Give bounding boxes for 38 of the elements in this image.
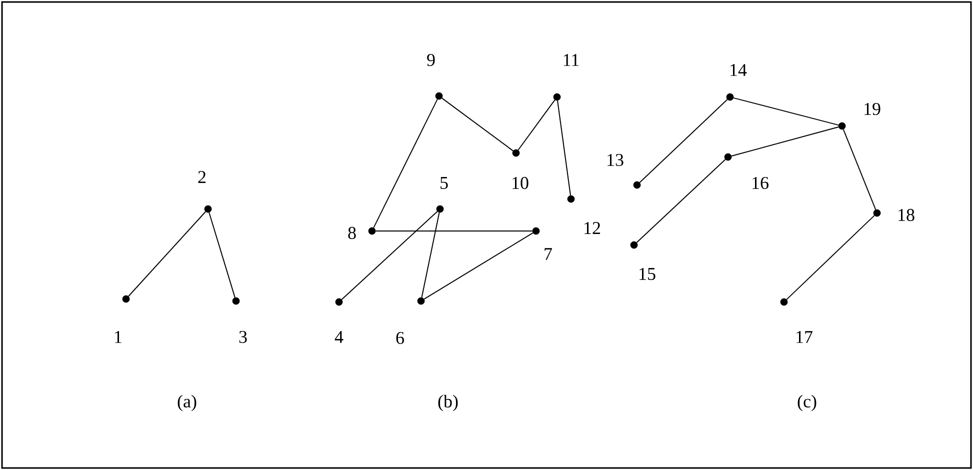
- vertex-number: 1: [115, 331, 122, 343]
- edge-line: [375, 230, 533, 232]
- vertex-number: 2: [198, 171, 206, 183]
- vertex-number: 3: [239, 330, 247, 344]
- edge-line: [373, 98, 438, 228]
- vertex-number: 16: [752, 176, 768, 190]
- vertex-number: 17: [796, 331, 812, 343]
- edge-line: [518, 99, 556, 150]
- vertex-number: 18: [898, 208, 914, 222]
- edge-line: [424, 232, 534, 300]
- vertex-number: 4: [334, 331, 344, 343]
- vertex-number: 10: [512, 176, 528, 190]
- edge-line: [208, 212, 236, 298]
- edge-line: [639, 99, 728, 183]
- edge-line: [441, 98, 514, 152]
- vertex-number: 7: [544, 248, 552, 260]
- vertex-number: 12: [584, 222, 600, 234]
- vertex-number: 8: [348, 226, 356, 240]
- vertex-number: 11: [564, 54, 579, 66]
- vertex-number: 5: [440, 177, 448, 189]
- vertex-number: 9: [427, 54, 435, 66]
- vertex-number: 15: [640, 268, 656, 280]
- panel-label: (a): [178, 394, 196, 412]
- vertex-number: 14: [730, 64, 747, 76]
- edge-line: [636, 159, 726, 243]
- edge-line: [421, 212, 440, 298]
- panel-label: (b): [438, 394, 458, 412]
- edge-line: [731, 126, 839, 157]
- panel-label: (c): [798, 394, 816, 412]
- edge-line: [786, 215, 875, 300]
- edge-line: [557, 100, 571, 196]
- vertex-number: 6: [396, 332, 404, 344]
- vertex-number: 13: [608, 154, 624, 166]
- edge-line: [733, 97, 839, 126]
- vertex-number: 19: [864, 102, 880, 116]
- edge-line: [341, 211, 438, 300]
- edge-line: [842, 128, 876, 210]
- edge-line: [128, 211, 206, 297]
